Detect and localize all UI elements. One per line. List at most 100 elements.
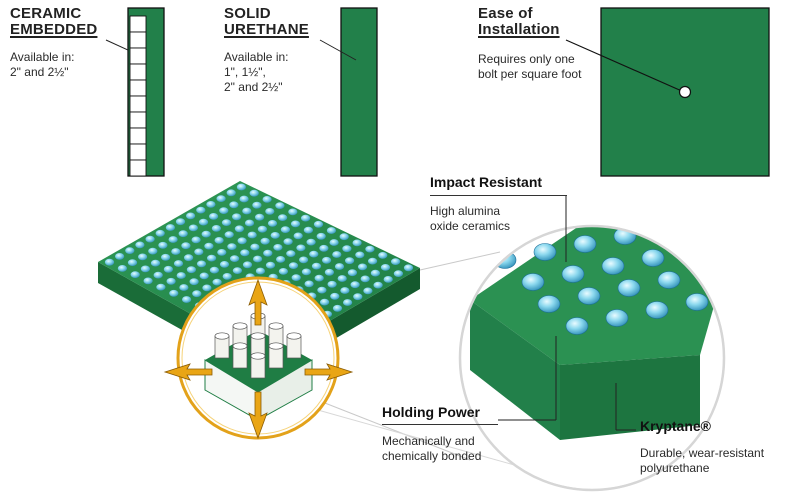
ceramic-bead (373, 281, 383, 289)
ceramic-bead (145, 235, 155, 243)
ceramic-bead (169, 289, 179, 297)
ceramic-bead (182, 296, 192, 303)
ceramic-bead (352, 239, 362, 247)
ceramic-bead (324, 268, 334, 276)
ceramic-bead (286, 250, 296, 257)
ceramic-bead (189, 278, 199, 286)
ceramic-bead (209, 266, 219, 274)
ceramic-bead (232, 213, 242, 221)
ceramic-cell (129, 63, 147, 81)
ceramic-bead-zoom (645, 301, 669, 319)
ceramic-bead (161, 253, 171, 261)
ceramic-bead (353, 293, 363, 301)
ceramic-bead (263, 249, 273, 257)
ceramic-bead (188, 224, 198, 232)
ceramic-bead (165, 224, 175, 231)
ceramic-bead (199, 272, 209, 280)
ceramic-bead (226, 189, 236, 197)
ceramic-bead (242, 207, 252, 215)
ceramic-bead (368, 257, 378, 265)
holding-title: Holding Power (382, 404, 480, 420)
bolt-hole-icon (678, 85, 692, 99)
ceramic-cylinder-top (214, 332, 230, 340)
ceramic-bead (257, 225, 267, 233)
ceramic-bead (249, 189, 259, 197)
ceramic-bead (184, 254, 194, 262)
ceramic-bead (216, 195, 226, 203)
ceramic-bead (278, 268, 288, 275)
ceramic-bead (222, 273, 232, 280)
ceramic-bead (204, 242, 214, 250)
ceramic-bead (267, 220, 278, 227)
kryptane-desc-line1: Durable, wear-resistant (640, 446, 765, 460)
ceramic-cell (129, 95, 147, 113)
ceramic-bead (380, 264, 391, 271)
ceramic-bead-zoom (521, 273, 545, 291)
ceramic-bead (115, 253, 125, 260)
ceramic-bead (211, 225, 221, 232)
ceramic-cell (129, 127, 147, 145)
ceramic-cylinder-top (250, 352, 266, 360)
ceramic-bead (365, 245, 375, 253)
ceramic-bead (219, 207, 229, 215)
ceramic-bead (150, 259, 161, 267)
ceramic-bead (196, 260, 207, 268)
ceramic-bead (176, 272, 186, 279)
impact-desc-line1: High alumina (430, 204, 501, 218)
ceramic-bead (301, 268, 311, 276)
ceramic-bead (347, 269, 357, 277)
ceramic-bead (240, 249, 250, 257)
ceramic-bead (391, 258, 401, 265)
ceramic-bead (327, 280, 337, 288)
ceramic-bead (140, 265, 150, 273)
ceramic-cell (129, 31, 147, 49)
ceramic-bead-zoom (601, 257, 625, 275)
ceramic-bead (171, 248, 181, 255)
ceramic-title-line2: EMBEDDED (10, 21, 98, 38)
ceramic-bead-zoom (561, 265, 585, 283)
ceramic-bead-zoom (697, 263, 721, 281)
holding-rule (382, 424, 498, 425)
ceramic-bead-zoom (617, 279, 641, 297)
kryptane-title: Kryptane® (640, 418, 711, 434)
ceramic-bead (260, 237, 270, 245)
impact-desc-line2: oxide ceramics (430, 219, 511, 233)
holding-desc-line2: chemically bonded (382, 449, 482, 463)
ceramic-bead (191, 236, 201, 244)
solid-title: SOLID URETHANE (224, 6, 309, 38)
ceramic-bead (314, 274, 324, 282)
ceramic-bead (273, 244, 283, 251)
ceramic-cylinder-top (232, 342, 248, 350)
ceramic-bead (155, 229, 165, 237)
solid-title-line1: SOLID (224, 5, 271, 22)
ceramic-bead (230, 255, 240, 262)
ceramic-bead (158, 241, 168, 249)
ceramic-bead (117, 265, 127, 272)
ceramic-bead (135, 241, 145, 249)
ceramic-bead-zoom (573, 235, 597, 253)
ceramic-bead (217, 249, 227, 256)
ceramic-bead (403, 264, 414, 272)
ceramic-bead (383, 276, 393, 283)
ceramic-bead (250, 243, 260, 251)
ceramic-bead (234, 225, 244, 233)
ceramic-bead (186, 266, 196, 274)
ceramic-title: CERAMIC EMBEDDED (10, 6, 97, 38)
ceramic-bead (196, 206, 206, 214)
ceramic-bead (291, 274, 301, 281)
ceramic-bead (125, 247, 135, 255)
ceramic-bead-zoom (641, 249, 665, 267)
ceramic-desc: Available in: 2" and 2½" (10, 50, 75, 80)
ceramic-bead (178, 230, 188, 238)
ceramic-bead (332, 251, 342, 258)
ceramic-bead (173, 260, 184, 267)
ceramic-embedded-section (105, 7, 165, 177)
ceramic-bead (330, 292, 340, 300)
ceramic-bead (319, 244, 329, 252)
ceramic-bead (148, 247, 158, 255)
ceramic-bead (342, 245, 352, 253)
solid-desc-line2: 1", 1½", (224, 65, 266, 79)
impact-desc: High alumina oxide ceramics (430, 204, 510, 234)
ceramic-bead (355, 251, 365, 259)
ceramic-bead (252, 201, 262, 209)
